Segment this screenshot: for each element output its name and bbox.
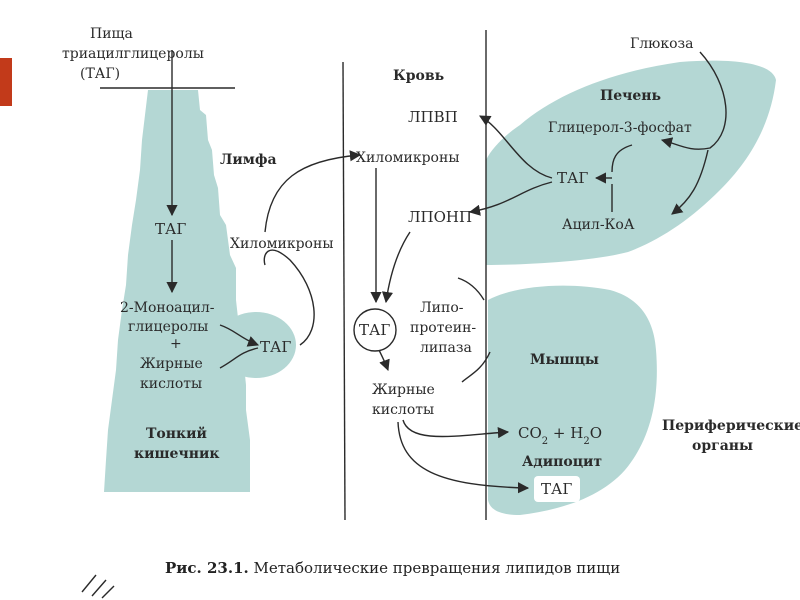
liver-shape — [486, 60, 776, 266]
lipase-tick — [461, 351, 491, 383]
decor-stroke-2 — [91, 579, 107, 597]
arrow-tag-to-lpvp — [479, 115, 553, 179]
lipase-2: протеин- — [410, 320, 476, 336]
divider-left — [342, 61, 346, 521]
adipose-tag: ТАГ — [541, 480, 572, 498]
g3p-label: Глицерол-3-фосфат — [548, 120, 692, 136]
mono-label-2: глицеролы — [128, 319, 208, 335]
blood-tag: ТАГ — [359, 321, 390, 339]
blood-label: Кровь — [393, 68, 444, 84]
periph-label-1: Периферические — [662, 418, 800, 434]
arrow-fa-to-co2 — [402, 419, 510, 439]
food-label-2: триацилглицеролы — [62, 46, 204, 62]
arrow-glucose-to-g3p — [660, 51, 727, 150]
arrow-fa-to-tag — [219, 347, 259, 369]
adipose-label: Адипоцит — [522, 454, 602, 470]
blood-fa-1: Жирные — [372, 382, 435, 398]
liver-tag: ТАГ — [557, 169, 588, 187]
lponp-label: ЛПОНП — [408, 208, 472, 226]
decor-stroke-3 — [101, 585, 115, 599]
food-label-1: Пища — [90, 26, 133, 42]
arrow-tag-chylo-up — [263, 249, 315, 346]
lipase-3: липаза — [420, 340, 472, 356]
chylo-left: Хиломикроны — [230, 236, 333, 252]
fa-label-2: кислоты — [140, 376, 202, 392]
co2-h2o-label: CO2 + H2O — [518, 424, 602, 447]
food-label-3: (ТАГ) — [80, 66, 120, 82]
arrow-mono-to-tag — [219, 324, 260, 347]
adipose-tag-box — [534, 476, 580, 502]
g3p-join — [611, 144, 633, 173]
liver-label: Печень — [600, 88, 661, 104]
arrow-tag-to-fa — [377, 347, 390, 372]
intestine-bubble-tag: ТАГ — [260, 338, 291, 356]
plus-sign: + — [170, 336, 182, 352]
figure-caption: Рис. 23.1. Метаболические превращения ли… — [165, 559, 620, 577]
organ-label-2: кишечник — [134, 446, 219, 462]
arrow-fa-to-adipose — [397, 421, 530, 494]
arrow-lymph-to-blood — [264, 150, 362, 233]
blood-fa-2: кислоты — [372, 402, 434, 418]
lipase-1: Липо- — [420, 300, 464, 316]
intestine-tag: ТАГ — [155, 220, 186, 238]
fa-label-1: Жирные — [140, 356, 203, 372]
chylo-middle: Хиломикроны — [356, 150, 459, 166]
periph-label-2: органы — [692, 438, 753, 454]
muscle-connector — [457, 277, 485, 301]
muscle-label: Мышцы — [530, 352, 599, 368]
arrow-lponp-to-tag — [381, 231, 411, 304]
lpvp-label: ЛПВП — [408, 108, 458, 126]
accent-bar — [0, 58, 12, 106]
arrow-tag-to-lponp — [468, 181, 553, 216]
mono-label-1: 2-Моноацил- — [120, 300, 215, 316]
decor-stroke-1 — [81, 574, 97, 593]
muscle-shape — [488, 285, 657, 515]
organ-label-1: Тонкий — [146, 425, 207, 442]
arrow-glucose-to-acyl — [671, 149, 709, 215]
acyl-label: Ацил-КоА — [562, 217, 635, 233]
lymph-label: Лимфа — [220, 152, 277, 168]
blood-tag-circle — [353, 308, 397, 352]
glucose-label: Глюкоза — [630, 36, 694, 52]
